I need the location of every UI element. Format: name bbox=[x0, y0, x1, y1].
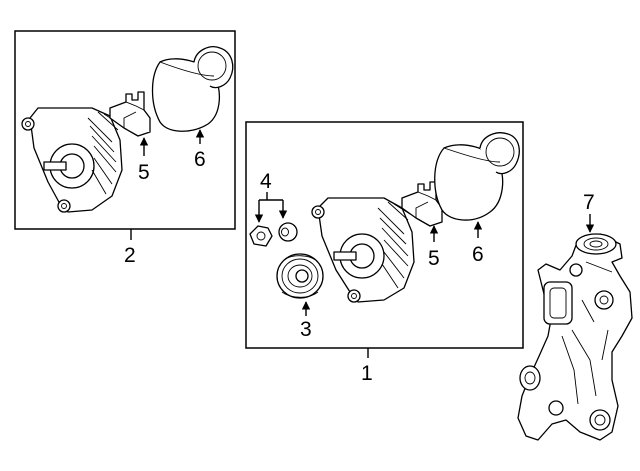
callout-6-left: 6 bbox=[194, 148, 206, 171]
callout-4: 4 bbox=[260, 170, 272, 193]
callout-2: 2 bbox=[124, 244, 136, 267]
callout-3: 3 bbox=[300, 318, 312, 341]
cover-left bbox=[151, 46, 234, 132]
callout-5-right: 5 bbox=[428, 247, 440, 270]
cover-right bbox=[434, 132, 520, 221]
callout-5-left: 5 bbox=[138, 161, 150, 184]
assembly-2-box bbox=[14, 30, 236, 230]
callout-7: 7 bbox=[583, 191, 595, 214]
assembly-1-box bbox=[245, 121, 524, 349]
pulley bbox=[276, 253, 324, 299]
mounting-bracket bbox=[517, 233, 633, 441]
alternator-left bbox=[21, 107, 123, 213]
washer bbox=[278, 222, 298, 242]
regulator-left bbox=[109, 91, 151, 137]
alternator-right bbox=[311, 197, 415, 303]
nut bbox=[249, 225, 273, 247]
callout-1: 1 bbox=[361, 362, 373, 385]
callout-6-right: 6 bbox=[472, 243, 484, 266]
